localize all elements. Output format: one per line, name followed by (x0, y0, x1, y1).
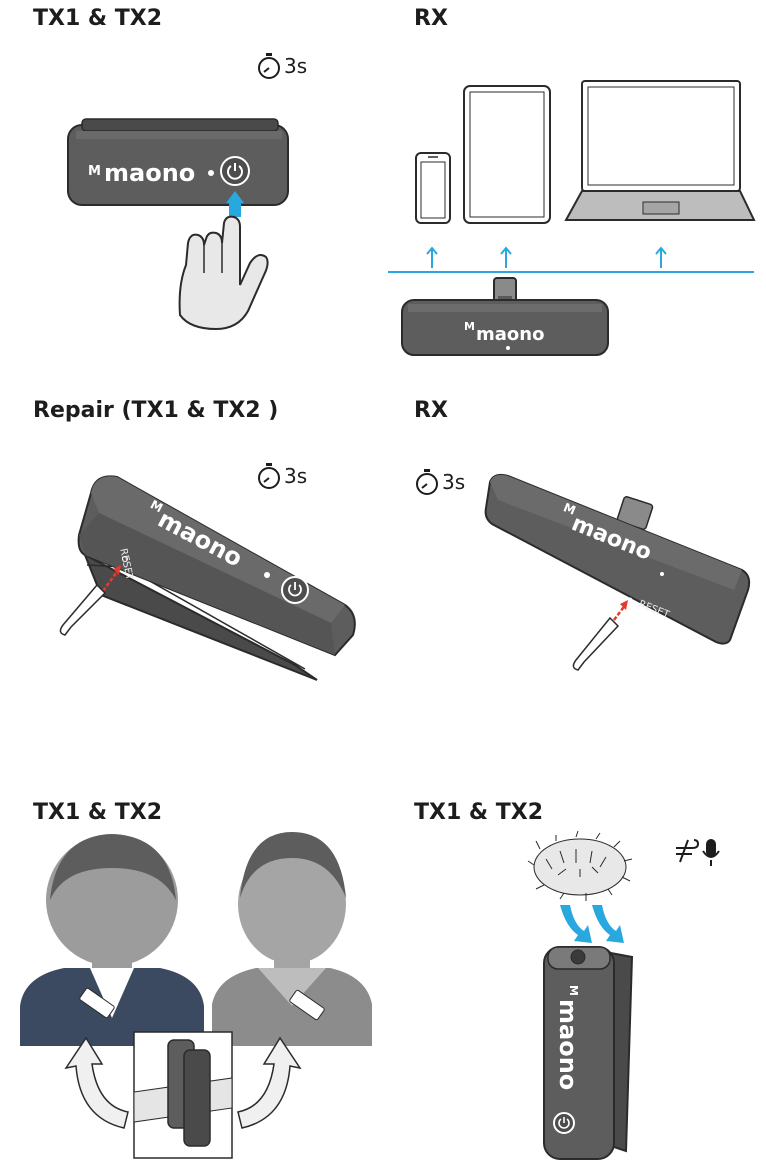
tx-windscreen-illustration: M maono (527, 830, 634, 1160)
connection-arrows (388, 246, 754, 273)
reset-pin (572, 616, 620, 671)
repair-rx-heading: RX (414, 398, 448, 423)
power-icon (281, 576, 309, 604)
tx-power-timer-value: 3s (284, 54, 308, 78)
laptop-device (564, 80, 756, 221)
tablet-device (463, 85, 551, 224)
tx-power-illustration: M maono (67, 118, 289, 331)
phone-device (415, 152, 451, 224)
svg-text:M: M (464, 320, 475, 333)
svg-text:M: M (561, 500, 577, 517)
tx-wearing-illustration (20, 832, 372, 1159)
tx-windscreen-heading: TX1 & TX2 (414, 800, 544, 825)
curved-arrows (64, 1036, 302, 1129)
rx-connect-illustration: M maono (388, 80, 756, 356)
windscreen-brand-text: maono (554, 999, 582, 1090)
clip-inset (133, 1031, 233, 1159)
stopwatch-icon (416, 469, 438, 495)
person-sweater (212, 832, 372, 1046)
person-suit (20, 834, 204, 1046)
rx-brand-text: maono (476, 324, 544, 345)
tx-power-heading: TX1 & TX2 (33, 6, 163, 31)
receiver-device: M maono (401, 277, 609, 356)
repair-tx-timer: 3s (256, 462, 307, 490)
repair-rx-illustration: M maono RESET (484, 473, 751, 671)
repair-rx-timer: 3s (414, 468, 465, 496)
rx-connect-heading: RX (414, 6, 448, 31)
pressing-hand (178, 215, 269, 331)
tx-wearing-heading: TX1 & TX2 (33, 800, 163, 825)
reset-pin (59, 583, 107, 636)
tx-power-timer: 3s (256, 52, 307, 80)
svg-text:M: M (148, 497, 165, 515)
repair-tx-timer-value: 3s (284, 464, 308, 488)
power-icon (553, 1112, 575, 1134)
furry-windscreen (527, 830, 633, 901)
power-icon[interactable] (220, 156, 250, 186)
stopwatch-icon (258, 463, 280, 489)
svg-text:M: M (567, 985, 580, 996)
repair-rx-timer-value: 3s (442, 470, 466, 494)
tx-logo-mark: M (88, 164, 101, 179)
wind-noise-mic-icon (676, 839, 720, 866)
stopwatch-icon (258, 53, 280, 79)
tx-brand-text: maono (104, 159, 195, 187)
repair-tx-heading: Repair (TX1 & TX2 ) (33, 398, 279, 423)
repair-tx-illustration: M maono RESET (59, 475, 356, 681)
attach-arrows (560, 905, 624, 943)
